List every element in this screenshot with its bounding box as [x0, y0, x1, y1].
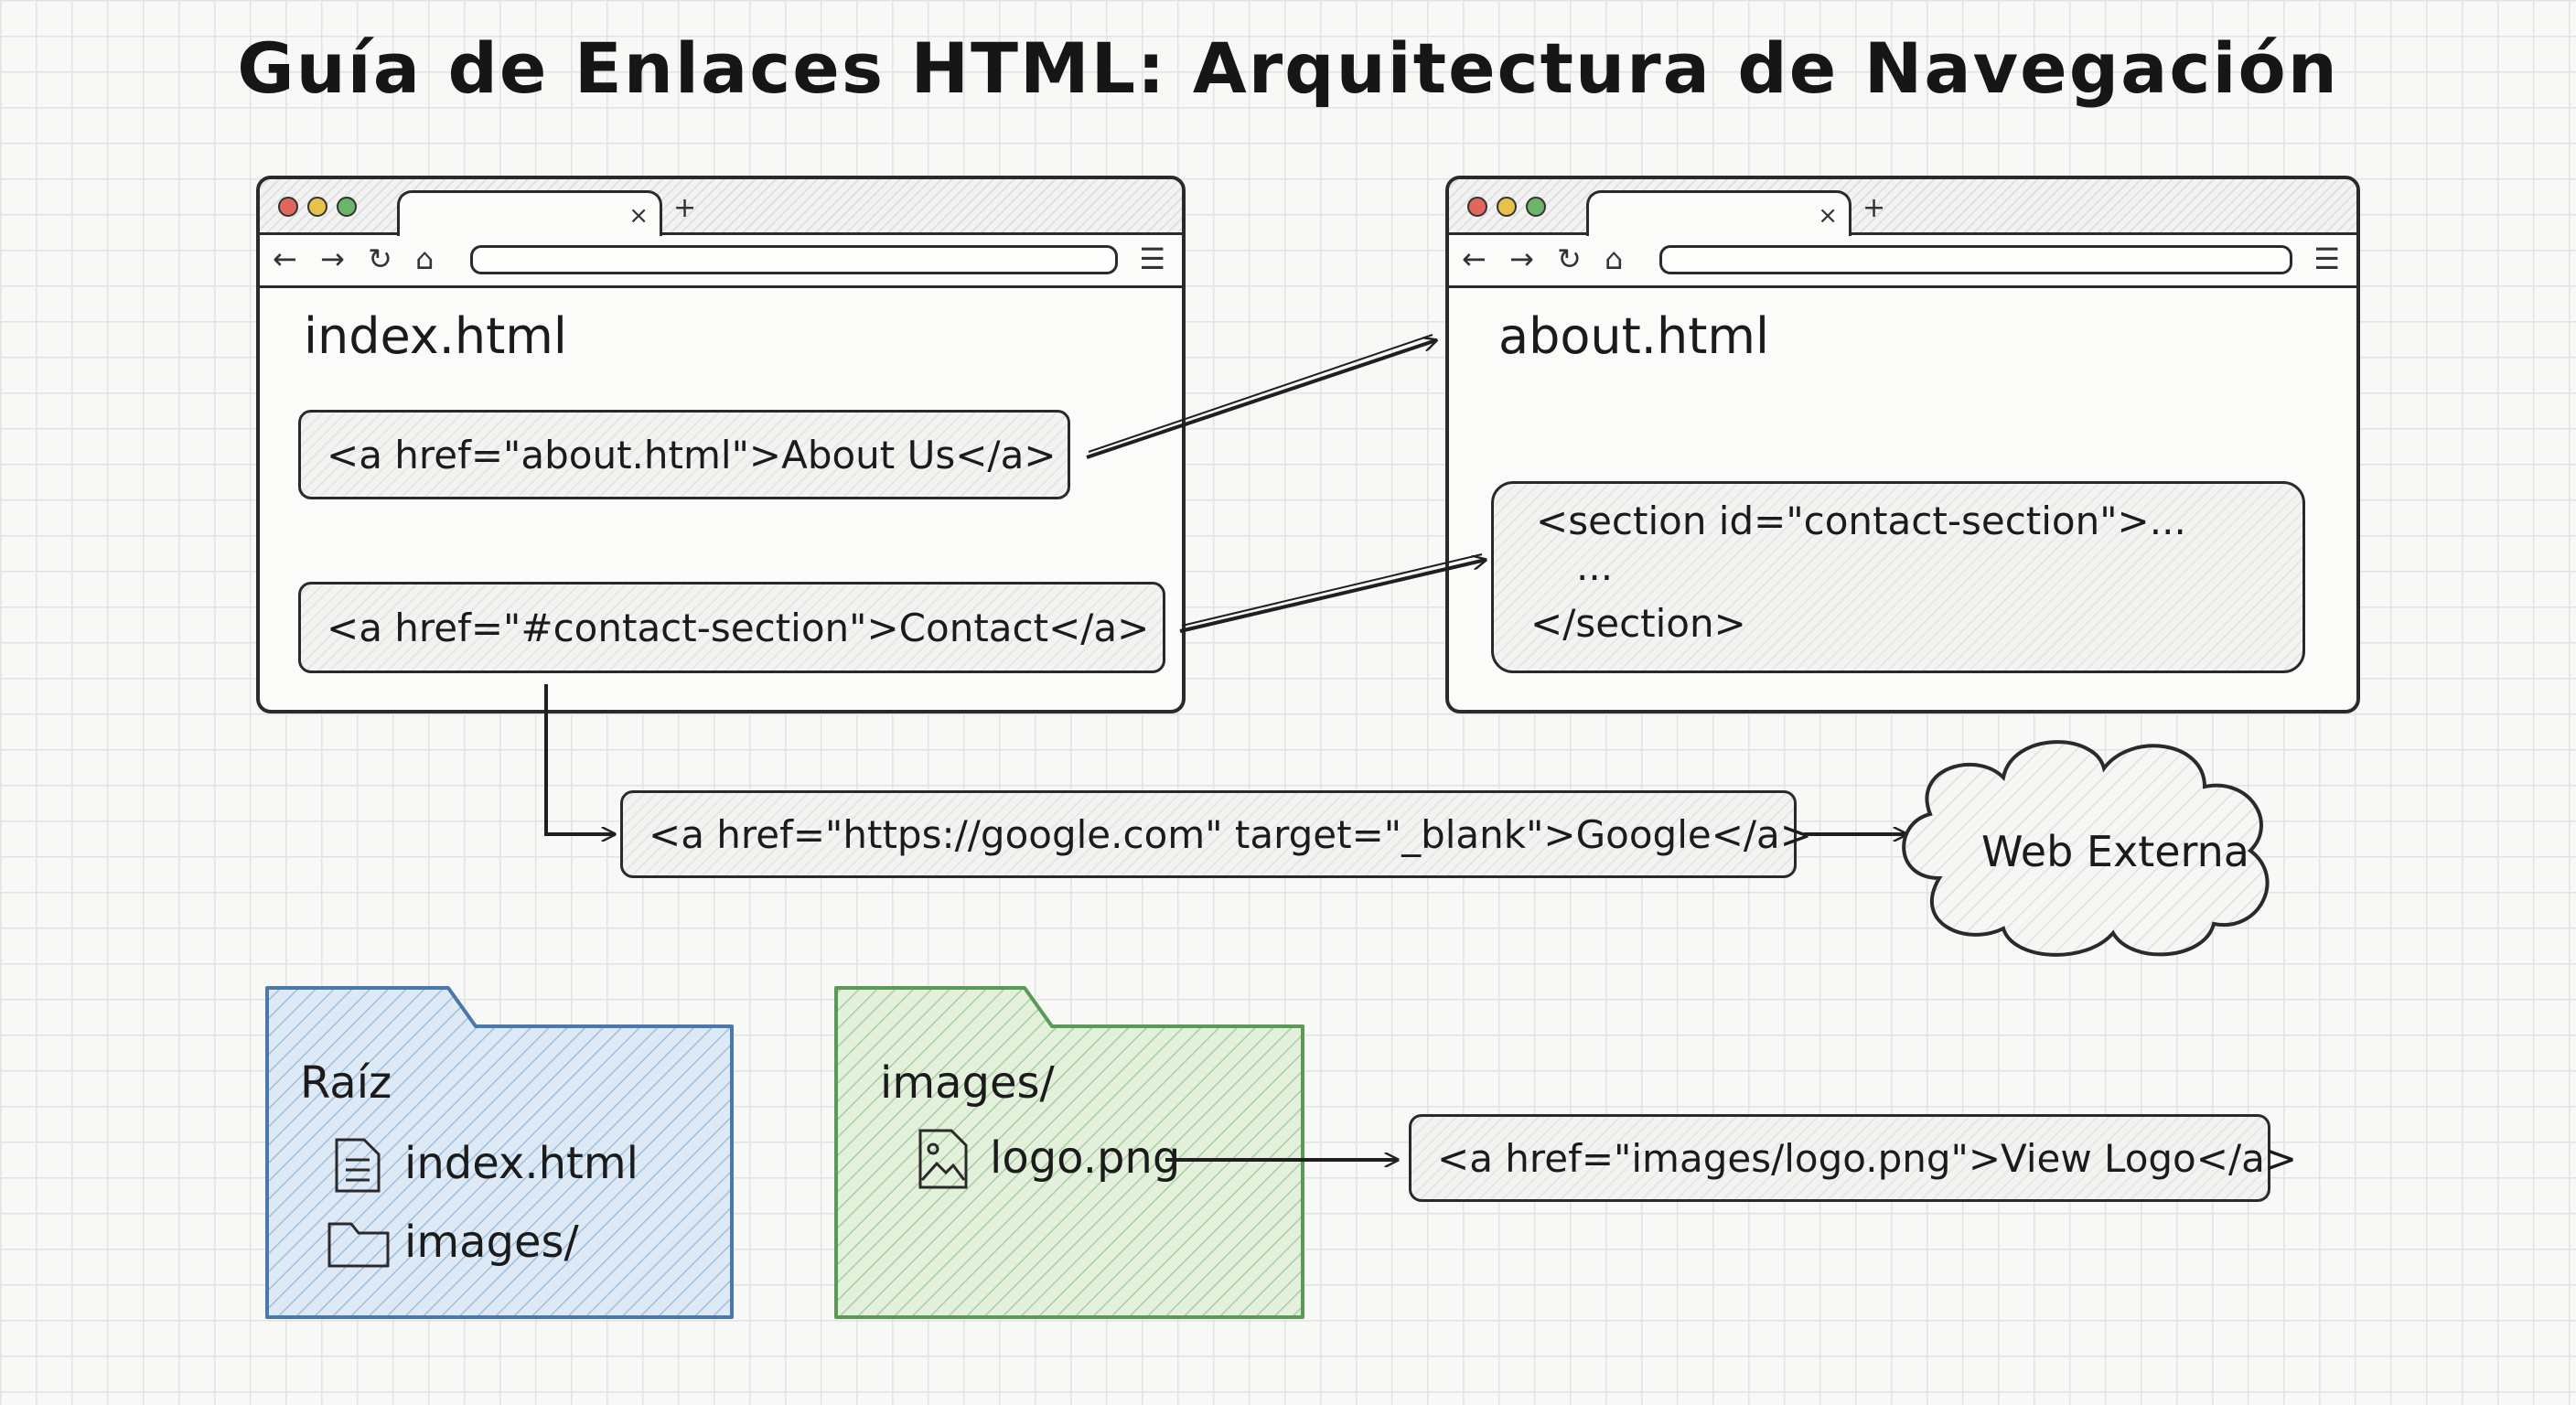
- section-ellipsis: ...: [1576, 544, 1614, 589]
- link-contact-code[interactable]: <a href="#contact-section">Contact</a>: [298, 582, 1165, 673]
- menu-icon[interactable]: ☰: [1139, 241, 1165, 276]
- browser-nav-row: ← → ↻ ⌂ ☰: [260, 232, 1182, 288]
- browser-titlebar: × +: [1449, 179, 2356, 236]
- menu-icon[interactable]: ☰: [2313, 241, 2340, 276]
- cloud-shape: [1902, 740, 2270, 957]
- home-icon[interactable]: ⌂: [1605, 241, 1624, 276]
- new-tab-icon[interactable]: +: [1862, 192, 1886, 224]
- cloud-label: Web Externa: [1981, 827, 2249, 876]
- back-arrow-icon[interactable]: ←: [1462, 241, 1487, 276]
- home-icon[interactable]: ⌂: [415, 241, 435, 276]
- folder-root-label: Raíz: [300, 1057, 392, 1109]
- back-arrow-icon[interactable]: ←: [273, 241, 297, 276]
- folder-images-item-logo: logo.png: [990, 1132, 1181, 1184]
- diagram-title: Guía de Enlaces HTML: Arquitectura de Na…: [237, 27, 2339, 109]
- address-bar[interactable]: [470, 245, 1118, 274]
- page-name-index: index.html: [304, 307, 567, 365]
- image-file-icon: [918, 1129, 968, 1189]
- tab-close-icon[interactable]: ×: [1818, 202, 1838, 230]
- folder-root-shape: [265, 986, 734, 1319]
- arrow-external-link: [544, 684, 615, 834]
- minimize-dot-icon: [1497, 197, 1517, 217]
- minimize-dot-icon: [307, 197, 327, 217]
- page-name-about: about.html: [1498, 307, 1769, 365]
- browser-titlebar: × +: [260, 179, 1182, 236]
- forward-arrow-icon[interactable]: →: [1509, 241, 1534, 276]
- reload-icon[interactable]: ↻: [1557, 241, 1582, 276]
- folder-icon: [327, 1222, 390, 1268]
- image-link-code[interactable]: <a href="images/logo.png">View Logo</a>: [1409, 1114, 2297, 1202]
- new-tab-icon[interactable]: +: [673, 192, 697, 224]
- close-dot-icon: [278, 197, 298, 217]
- arrow-about-link: [1086, 340, 1436, 459]
- maximize-dot-icon: [337, 197, 357, 217]
- forward-arrow-icon[interactable]: →: [320, 241, 345, 276]
- address-bar[interactable]: [1659, 245, 2292, 274]
- tab-close-icon[interactable]: ×: [628, 202, 649, 230]
- arrow-contact-link: [1179, 560, 1486, 633]
- folder-root-item-images: images/: [404, 1217, 579, 1268]
- browser-tab[interactable]: ×: [1586, 190, 1852, 236]
- external-link-code[interactable]: <a href="https://google.com" target="_bl…: [620, 790, 1812, 878]
- reload-icon[interactable]: ↻: [368, 241, 392, 276]
- contact-section-code: <section id="contact-section">... ... </…: [1491, 481, 2305, 673]
- maximize-dot-icon: [1526, 197, 1546, 217]
- browser-tab[interactable]: ×: [397, 190, 662, 236]
- section-close-tag: </section>: [1530, 601, 1746, 646]
- folder-root-item-index: index.html: [404, 1138, 639, 1189]
- document-icon: [335, 1138, 381, 1193]
- folder-images-shape: [834, 986, 1304, 1319]
- link-about-code[interactable]: <a href="about.html">About Us</a>: [298, 410, 1070, 499]
- folder-images-label: images/: [880, 1057, 1055, 1109]
- browser-nav-row: ← → ↻ ⌂ ☰: [1449, 232, 2356, 288]
- section-open-tag: <section id="contact-section">...: [1536, 499, 2186, 543]
- close-dot-icon: [1467, 197, 1487, 217]
